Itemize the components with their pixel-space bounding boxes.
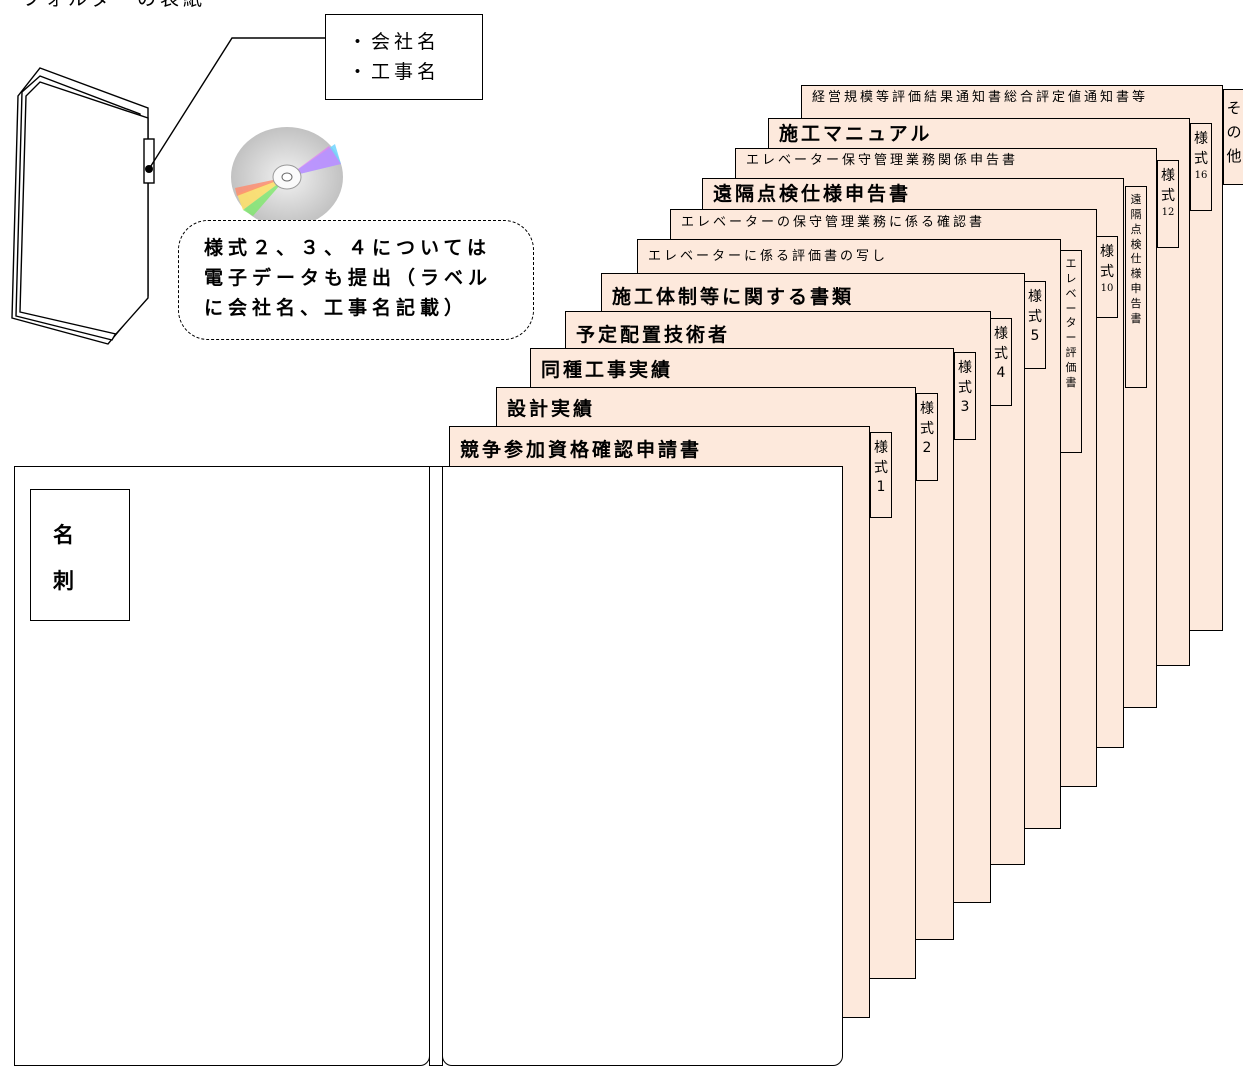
label-line-company: ・会社名 (348, 27, 482, 57)
sheet-title: 遠隔点検仕様申告書 (713, 185, 911, 204)
binder-right-panel (442, 466, 843, 1066)
cd-note-line-2: 電子データも提出（ラベル (204, 263, 533, 293)
sheet-title: 同種工事実績 (541, 361, 673, 380)
sheet-title: 経営規模等評価結果通知書総合評定値通知書等 (812, 91, 1148, 104)
business-card-char-2: 刺 (53, 558, 129, 604)
tab-other: その他 (1223, 89, 1243, 185)
binder-spine (429, 466, 443, 1066)
cd-icon (229, 124, 345, 230)
sheet-title: エレベーターの保守管理業務に係る確認書 (681, 216, 985, 229)
sheet-title: 設計実績 (507, 400, 595, 419)
label-line-project: ・工事名 (348, 57, 482, 87)
business-card-box: 名 刺 (30, 489, 130, 621)
cd-note-callout: 様式２、３、４については 電子データも提出（ラベル に会社名、工事名記載） (178, 220, 534, 340)
sheet-title: 競争参加資格確認申請書 (460, 441, 702, 460)
cd-note-line-3: に会社名、工事名記載） (204, 293, 533, 323)
sheet-title: エレベーターに係る評価書の写し (648, 250, 888, 263)
sheet-title: エレベーター保守管理業務関係申告書 (746, 154, 1018, 167)
sheet-title: 施工体制等に関する書類 (612, 288, 854, 307)
cd-note-line-1: 様式２、３、４については (204, 233, 533, 263)
tab-elevator-evaluation: エレベーター評価書 (1060, 250, 1082, 453)
business-card-char-1: 名 (53, 512, 129, 558)
sheet-title: 予定配置技術者 (576, 326, 730, 345)
folder-label-box: ・会社名 ・工事名 (325, 14, 483, 100)
tab-remote-inspection: 遠隔点検仕様申告書 (1125, 186, 1147, 388)
sheet-title: 施工マニュアル (779, 125, 932, 144)
